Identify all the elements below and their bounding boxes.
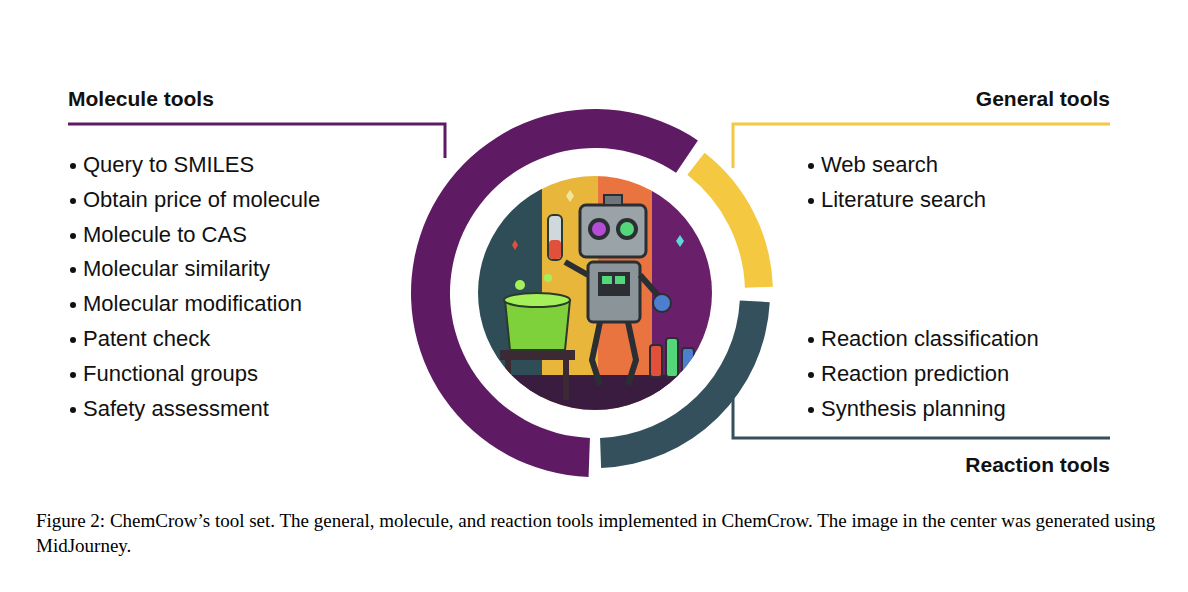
tool-ring	[411, 109, 773, 477]
tool-item: Molecule to CAS	[68, 218, 428, 253]
bullet	[808, 337, 814, 343]
tool-item: Molecular similarity	[68, 252, 428, 287]
bullet	[70, 337, 76, 343]
tool-item: Obtain price of molecule	[68, 183, 428, 218]
tool-item: Query to SMILES	[68, 148, 428, 183]
bullet	[808, 198, 814, 204]
bullet	[70, 302, 76, 308]
tool-item: Synthesis planning	[806, 392, 1110, 427]
figure-caption: Figure 2: ChemCrow’s tool set. The gener…	[36, 508, 1161, 558]
tool-item: Safety assessment	[68, 392, 428, 427]
bullet	[70, 198, 76, 204]
group-heading: Reaction tools	[760, 452, 1110, 478]
group-heading: General tools	[760, 86, 1110, 112]
tool-item: Molecular modification	[68, 287, 428, 322]
tool-list: Query to SMILESObtain price of moleculeM…	[68, 148, 428, 426]
tool-list: Reaction classificationReaction predicti…	[806, 322, 1110, 426]
tool-item: Web search	[806, 148, 1110, 183]
bullet	[70, 372, 76, 378]
tool-item: Functional groups	[68, 357, 428, 392]
tool-item: Literature search	[806, 183, 1110, 218]
tool-item: Patent check	[68, 322, 428, 357]
tool-list: Web searchLiterature search	[806, 148, 1110, 218]
tool-group: General toolsWeb searchLiterature search	[760, 86, 1110, 218]
bullet	[70, 267, 76, 273]
tool-group: Molecule toolsQuery to SMILESObtain pric…	[68, 86, 428, 426]
bullet	[808, 407, 814, 413]
bullet	[70, 163, 76, 169]
tool-group: Reaction tools Reaction classificationRea…	[760, 322, 1110, 478]
bullet	[808, 372, 814, 378]
robot-illustration	[470, 170, 722, 425]
tool-item: Reaction classification	[806, 322, 1110, 357]
bullet	[808, 163, 814, 169]
bullet	[70, 407, 76, 413]
group-heading: Molecule tools	[68, 86, 428, 112]
tool-item: Reaction prediction	[806, 357, 1110, 392]
ring-segment	[411, 109, 698, 477]
bullet	[70, 233, 76, 239]
